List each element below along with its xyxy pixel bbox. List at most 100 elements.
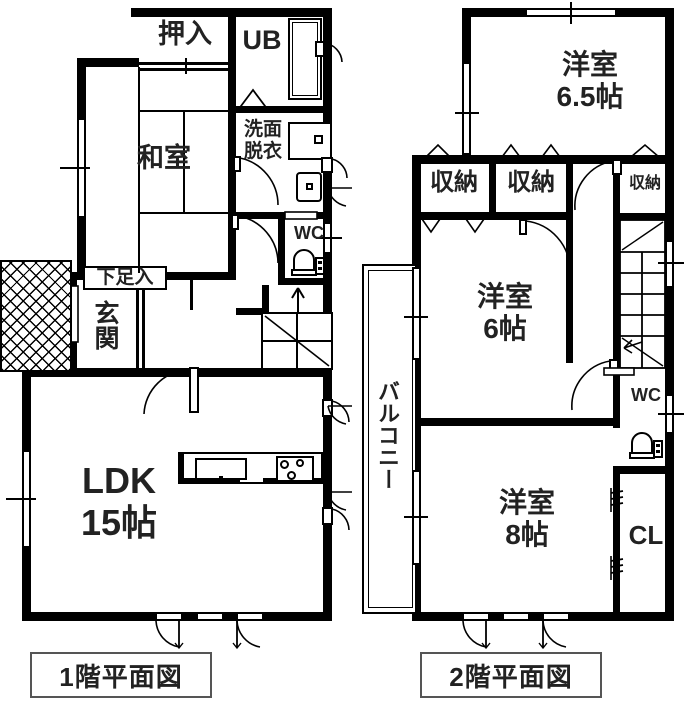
kitchen-counter-front [178, 452, 184, 484]
wall-f2-storage3-bottom [613, 213, 674, 220]
label-room65-line1: 洋室 [561, 49, 618, 80]
label-room6-line1: 洋室 [476, 281, 533, 312]
window-f1-wc-line [316, 237, 342, 239]
door-ldk-bottom-2[interactable] [232, 620, 266, 651]
staircase-f1 [261, 312, 333, 370]
wall-f2-wc-left [613, 368, 620, 428]
window-f2-room8-line [404, 516, 428, 518]
window-f2-room6-line [404, 316, 428, 318]
door-hall-to-ldk[interactable] [140, 367, 199, 420]
window-f1-bottom-3 [236, 612, 264, 621]
label-wc-f2: WC [631, 385, 661, 405]
door-ldk-bottom-1[interactable] [155, 620, 185, 651]
door-wc-f2-swing[interactable] [603, 367, 635, 378]
label-wc-f1: WC [294, 223, 324, 243]
window-f2-bottom-3 [542, 612, 570, 621]
door-balcony-left-2[interactable] [327, 404, 358, 428]
wall-f2-hall-bottom [566, 418, 620, 426]
burner-3 [287, 471, 296, 480]
closet-rod-icon-1 [607, 488, 629, 512]
label-room6-line2: 6帖 [483, 313, 527, 344]
floor2-plan: 洋室 6.5帖 収納 収納 収納 洋室 6帖 洋室 8帖 WC CL バルコニー… [327, 0, 684, 724]
label-storage-3: 収納 [628, 175, 661, 192]
wall-f1-ub-bottom [236, 106, 332, 113]
toilet-fixture-f2 [626, 428, 670, 460]
label-cl-f2: CL [628, 520, 664, 550]
wall-f1-oshiire-mark [185, 58, 187, 74]
tatami-line-2 [139, 212, 229, 214]
bathtub-inner [292, 22, 318, 96]
door-ldk-right-2[interactable] [322, 507, 353, 542]
wall-f1-wc-left [278, 212, 285, 284]
door-balcony-left-3[interactable] [327, 490, 358, 514]
door-wc-swing[interactable] [284, 211, 318, 222]
window-f2-room65-line [455, 112, 479, 114]
wall-f2-hall-divider [573, 418, 617, 421]
wall-f1-right-upper [323, 8, 332, 368]
window-f1-bottom-1 [155, 612, 183, 621]
door-ub-swing[interactable] [236, 88, 270, 112]
window-f1-washitsu-left-line [60, 167, 90, 169]
door-senmen-swing[interactable] [233, 156, 280, 217]
label-storage-1: 収納 [430, 169, 478, 196]
wall-f2-wc-bottom [613, 466, 674, 474]
label-storage-2: 収納 [507, 169, 555, 196]
label-ldk-line1: LDK [82, 460, 156, 501]
wall-f2-right [665, 8, 674, 621]
tatami-line-4 [183, 110, 185, 213]
label-balcony: バルコニー [375, 380, 400, 490]
kitchen-counter-base1 [178, 478, 240, 484]
wall-f1-genkan-right [136, 280, 139, 368]
wall-f1-washitsu-right [228, 8, 236, 68]
door-bath-entry[interactable] [315, 40, 346, 72]
wall-f1-right-lower [323, 368, 332, 621]
door-balcony-left-1[interactable] [327, 186, 358, 210]
balcony-inner [368, 270, 413, 608]
kitchen-sink-tap [219, 476, 223, 484]
door-room65-swing[interactable] [573, 159, 623, 218]
wall-f2-room6-bottom [412, 418, 573, 426]
wall-f2-room6-right [566, 220, 573, 363]
wall-f1-washitsu-right2 [228, 68, 236, 272]
wall-f1-genkan-right2 [142, 280, 145, 368]
door-f2-bottom-1[interactable] [462, 620, 492, 651]
label-room8-line1: 洋室 [498, 487, 555, 518]
wall-f1-wc-bottom [278, 278, 332, 285]
tatami-line-3 [138, 67, 140, 273]
window-f2-top-line [570, 2, 572, 24]
door-ldk-right-1[interactable] [322, 399, 353, 434]
wall-f1-hall-divider [190, 272, 193, 310]
wall-f1-washitsu-top [77, 58, 139, 67]
label-room65-line2: 6.5帖 [556, 81, 624, 112]
floor1-plan: 押入 和室 UB 洗面 脱衣 WC 下足入 玄関 LDK 15帖 1階平面図 [0, 8, 350, 698]
wall-f2-stair-left [613, 220, 620, 368]
wall-f2-storage-row-top [412, 155, 672, 164]
staircase-f2 [619, 219, 666, 369]
door-washitsu-swing[interactable] [231, 214, 282, 275]
floor1-caption: 1階平面図 [30, 652, 212, 698]
toilet-fixture [288, 246, 332, 276]
storage-door-mark-3 [626, 143, 664, 158]
door-room6-swing[interactable] [519, 219, 574, 280]
shoe-cabinet-box [83, 266, 167, 290]
storage-door-mark-1 [424, 143, 484, 158]
wall-f2-cl-left [613, 474, 620, 614]
washbasin-counter [288, 122, 332, 160]
door-f2-bottom-2[interactable] [538, 620, 572, 651]
wall-f2-storage-div1 [489, 155, 496, 212]
window-f2-room6-left [412, 267, 421, 360]
label-genkan: 玄関 [91, 300, 119, 350]
wall-f2-storage-div2 [566, 155, 573, 220]
closet-rod-icon-2 [607, 556, 629, 580]
label-ub: UB [242, 25, 282, 55]
window-f2-room65-left [462, 62, 471, 155]
window-f2-bottom-2 [502, 612, 530, 621]
sink-drain [306, 183, 313, 190]
wall-f2-storage-bottom [412, 212, 572, 220]
window-f2-bottom-1 [462, 612, 490, 621]
storage-door-mark-2 [500, 143, 564, 158]
washbasin-faucet [314, 135, 323, 144]
storage-door-mark-under-1 [420, 218, 490, 234]
door-senmen-right[interactable] [321, 157, 350, 188]
label-senmen-line1: 洗面 [243, 119, 282, 140]
